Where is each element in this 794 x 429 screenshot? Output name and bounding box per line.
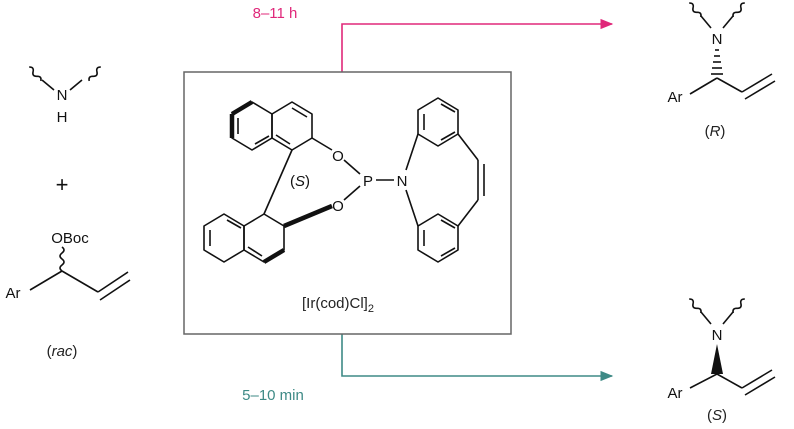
catalyst-frame [183, 71, 512, 335]
product-r-n: N [712, 31, 723, 48]
product-s-n: N [712, 327, 723, 344]
phosphorus: P [363, 173, 373, 190]
product-s-config-text: S [712, 407, 722, 424]
binol-phosphoramidite [203, 97, 485, 264]
iridium-subscript: 2 [368, 303, 374, 315]
reactant-aryl: Ar [6, 285, 21, 302]
product-s-aryl: Ar [668, 385, 683, 402]
product-r-aryl: Ar [668, 89, 683, 106]
stereo-s-label: (S) [290, 173, 310, 190]
oxygen-bottom: O [332, 198, 344, 215]
oxygen-top: O [332, 148, 344, 165]
arrow-bottom-slow [341, 334, 614, 382]
iridium-complex: [Ir(cod)Cl]2 [302, 295, 374, 315]
racemic-text: rac [52, 343, 73, 360]
amine-h: H [57, 109, 68, 126]
azepine-nitrogen: N [397, 173, 408, 190]
arrow-top-fast [341, 18, 614, 72]
allyl-carbonate [29, 246, 131, 301]
product-r-config: (R) [705, 123, 726, 140]
plus-sign: + [56, 172, 69, 197]
racemic-tag: (rac) [47, 343, 78, 360]
stereo-s-text: S [295, 173, 305, 190]
amine-reactant [29, 66, 101, 91]
product-s-wedge [711, 344, 723, 374]
iridium-text: [Ir(cod)Cl] [302, 295, 368, 312]
carbonate-label: OBoc [51, 230, 89, 247]
condition-top-label: 8–11 h [253, 5, 298, 22]
product-r [689, 2, 776, 100]
product-s [689, 298, 776, 396]
product-s-config: (S) [707, 407, 727, 424]
product-r-config-text: R [710, 123, 721, 140]
amine-n: N [57, 87, 68, 104]
condition-bottom-label: 5–10 min [242, 387, 304, 404]
